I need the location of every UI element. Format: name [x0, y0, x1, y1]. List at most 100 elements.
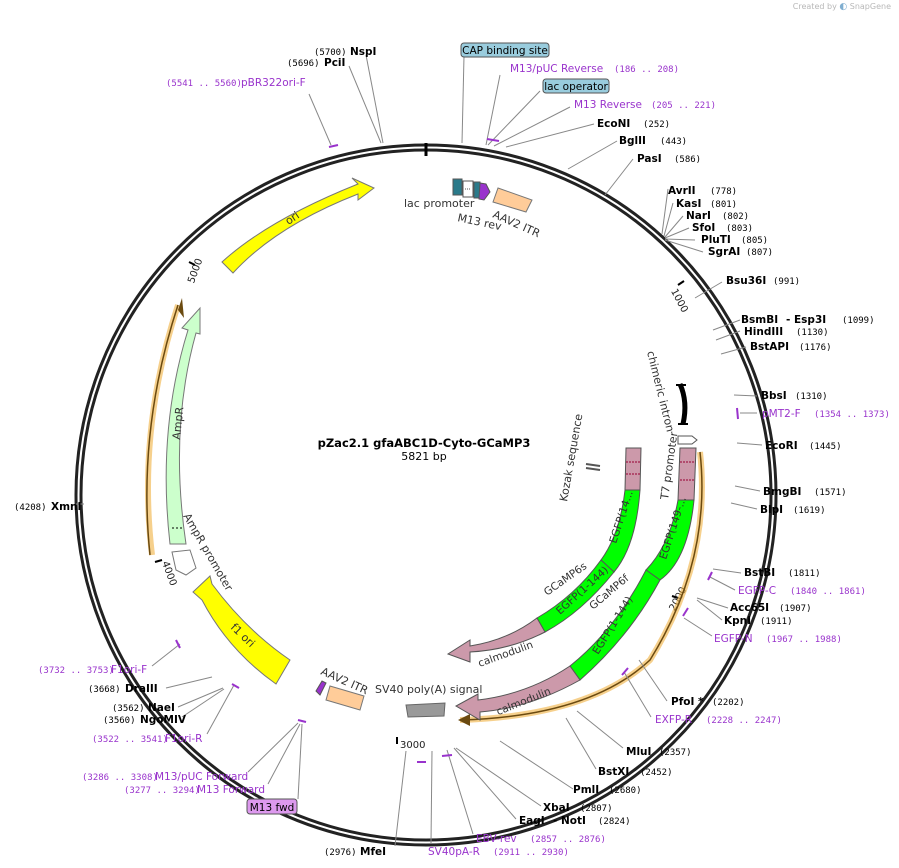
feature-ori[interactable]: ori [221, 177, 375, 274]
primer-range: (186 .. 208) [614, 65, 679, 75]
enzyme-draiii[interactable]: (3668)DraIII [88, 683, 158, 695]
enzyme-pos: (252) [643, 120, 670, 130]
enzyme-pfoi[interactable]: PfoI *(2202) [671, 696, 745, 708]
enzyme-pos: (2452) [640, 768, 673, 778]
sv40-label: SV40 poly(A) signal [375, 683, 482, 696]
leader-bstapi [720, 346, 747, 355]
enzyme-bstbi[interactable]: BstBI(1811) [744, 567, 821, 579]
tick-label: 1000 [668, 287, 690, 315]
primer-sv40pa-r[interactable]: SV40pA-R(2911 .. 2930) [428, 846, 569, 858]
boxed-label-m13-fwd[interactable]: M13 fwd [246, 798, 298, 815]
ampr-promoter-arrow [171, 549, 197, 576]
primer-egfp-n[interactable]: EGFP-N(1967 .. 1988) [714, 633, 842, 645]
enzyme-xmni[interactable]: (4208)XmnI [14, 501, 81, 513]
enzyme-sfoi[interactable]: SfoI(803) [692, 222, 753, 234]
primer-m13puc-reverse[interactable]: M13/pUC Reverse(186 .. 208) [510, 63, 679, 75]
cap-text: CAP binding site [462, 45, 548, 57]
primer-name: EXFP-R [655, 714, 692, 726]
enzyme-name: EcoRI [765, 440, 798, 452]
primer-f1ori-f[interactable]: (3732 .. 3753)F1ori-F [38, 664, 147, 676]
lac-operator-box [542, 78, 610, 94]
enzyme-pos: (2680) [609, 786, 642, 796]
feature-lac-region[interactable]: lac promoter M13 rev AAV2 ITR [404, 178, 542, 240]
leader-mlui [576, 710, 624, 749]
primer-egfp-c[interactable]: EGFP-C(1840 .. 1861) [738, 585, 866, 597]
tick-mark [671, 595, 679, 599]
enzyme-bsu36i[interactable]: Bsu36I(991) [726, 275, 800, 287]
enzyme-name: PluTI [701, 234, 731, 246]
enzyme-naei[interactable]: (3562)NaeI [112, 702, 175, 714]
enzyme-pos: (801) [710, 200, 737, 210]
primer-mark-pmt2 [736, 407, 739, 420]
enzyme-name: BglII [619, 135, 646, 147]
feature-chimeric-intron[interactable]: chimeric intron [644, 350, 688, 434]
primer-range: (1354 .. 1373) [814, 410, 890, 420]
enzyme-xbai[interactable]: XbaI(2807) [543, 802, 613, 814]
feature-ampr[interactable]: AmpR [145, 298, 201, 556]
feature-aav2-itr-bottom[interactable]: AAV2 ITR [315, 665, 370, 711]
cap-box [460, 42, 550, 58]
enzyme-pluti[interactable]: PluTI(805) [701, 234, 768, 246]
enzyme-name: SfoI [692, 222, 715, 234]
enzyme-bglii[interactable]: BglII(443) [619, 135, 687, 147]
enzyme-pos: (5700) [314, 48, 347, 58]
boxed-label-cap[interactable]: CAP binding site [460, 42, 550, 58]
enzyme-bbsi[interactable]: BbsI(1310) [761, 390, 828, 402]
primer-m13-forward[interactable]: (3277 .. 3294)M13 Forward [124, 784, 265, 796]
lac-operator-text: lac operator [544, 81, 608, 93]
primer-m13puc-forward[interactable]: (3286 .. 3308)M13/pUC Forward [82, 771, 248, 783]
primer-pbr322ori-f[interactable]: (5541 .. 5560)pBR322ori-F [166, 77, 306, 89]
enzyme-ngomiv[interactable]: (3560)NgoMIV [103, 714, 187, 726]
enzyme-name: BstAPI [750, 341, 789, 353]
enzyme-pos: (3668) [88, 685, 121, 695]
enzyme-bstxi[interactable]: BstXI(2452) [598, 766, 673, 778]
enzyme-bsmbi[interactable]: BsmBI- Esp3I(1099) [741, 314, 875, 326]
enzyme-acc65i[interactable]: Acc65I(1907) [730, 602, 812, 614]
enzyme-avrii[interactable]: AvrII(778) [668, 185, 737, 197]
leader-ngomiv [181, 688, 225, 718]
enzyme-bmgbi[interactable]: BmgBI(1571) [763, 486, 847, 498]
enzyme-sgrai[interactable]: SgrAI(807) [708, 246, 773, 258]
enzyme-bstapi[interactable]: BstAPI(1176) [750, 341, 832, 353]
primer-labels: (5541 .. 5560)pBR322ori-F M13/pUC Revers… [38, 63, 890, 858]
primer-site-marks [175, 138, 739, 763]
enzyme-pmli[interactable]: PmlI(2680) [573, 784, 642, 796]
boxed-label-lac-operator[interactable]: lac operator [542, 78, 610, 94]
aav2-itr-bottom-box [325, 685, 365, 711]
feature-f1-ori[interactable]: f1 ori [192, 575, 291, 685]
enzyme-pos: (778) [710, 187, 737, 197]
primer-m13-reverse[interactable]: M13 Reverse (205 .. 221) [574, 99, 716, 111]
enzyme-pos: (1445) [809, 442, 842, 452]
tick-mark [677, 280, 685, 286]
enzyme-kpni[interactable]: KpnI(1911) [724, 615, 793, 627]
enzyme-hindiii[interactable]: HindIII(1130) [744, 326, 829, 338]
primer-pmt2-f[interactable]: pMT2-F(1354 .. 1373) [762, 408, 890, 420]
enzyme-nspi[interactable]: (5700)NspI [314, 46, 376, 58]
primer-range: (3277 .. 3294) [124, 786, 200, 796]
primer-ebv-rev[interactable]: EBV-rev(2857 .. 2876) [476, 833, 606, 845]
primer-f1ori-r[interactable]: (3522 .. 3541)F1ori-R [92, 733, 202, 745]
enzyme-name: Acc65I [730, 602, 769, 614]
enzyme-eagi[interactable]: EagI- NotI(2824) [519, 815, 631, 827]
enzyme-name: BsmBI [741, 314, 778, 326]
primer-name: M13/pUC Forward [155, 771, 248, 783]
gcamp6f-outline-head [458, 714, 470, 726]
enzyme-econi[interactable]: EcoNI(252) [597, 118, 670, 130]
enzyme-pos: (802) [722, 212, 749, 222]
enzyme-mfei[interactable]: (2976)MfeI [324, 846, 386, 858]
primer-exfp-r[interactable]: EXFP-R(2228 .. 2247) [655, 714, 782, 726]
enzyme-pcii[interactable]: (5696)PciI [287, 57, 345, 69]
enzyme-pasi[interactable]: PasI(586) [637, 153, 701, 165]
leader-bbsi [733, 394, 758, 397]
enzyme-ecori[interactable]: EcoRI (1445) [765, 440, 842, 452]
feature-sv40-polya[interactable]: SV40 poly(A) signal [375, 683, 482, 718]
enzyme-pos: (807) [746, 248, 773, 258]
enzyme-blpi[interactable]: BlpI(1619) [760, 504, 826, 516]
leader-m13puc-rev [485, 74, 501, 146]
enzyme-mlui[interactable]: MluI(2357) [626, 746, 692, 758]
primer-range: (205 .. 221) [651, 101, 716, 111]
feature-kozak[interactable]: Kozak sequence [557, 413, 601, 503]
primer-name: M13 Reverse [574, 99, 642, 111]
enzyme-nari[interactable]: NarI(802) [686, 210, 749, 222]
enzyme-kasi[interactable]: KasI(801) [676, 198, 737, 210]
